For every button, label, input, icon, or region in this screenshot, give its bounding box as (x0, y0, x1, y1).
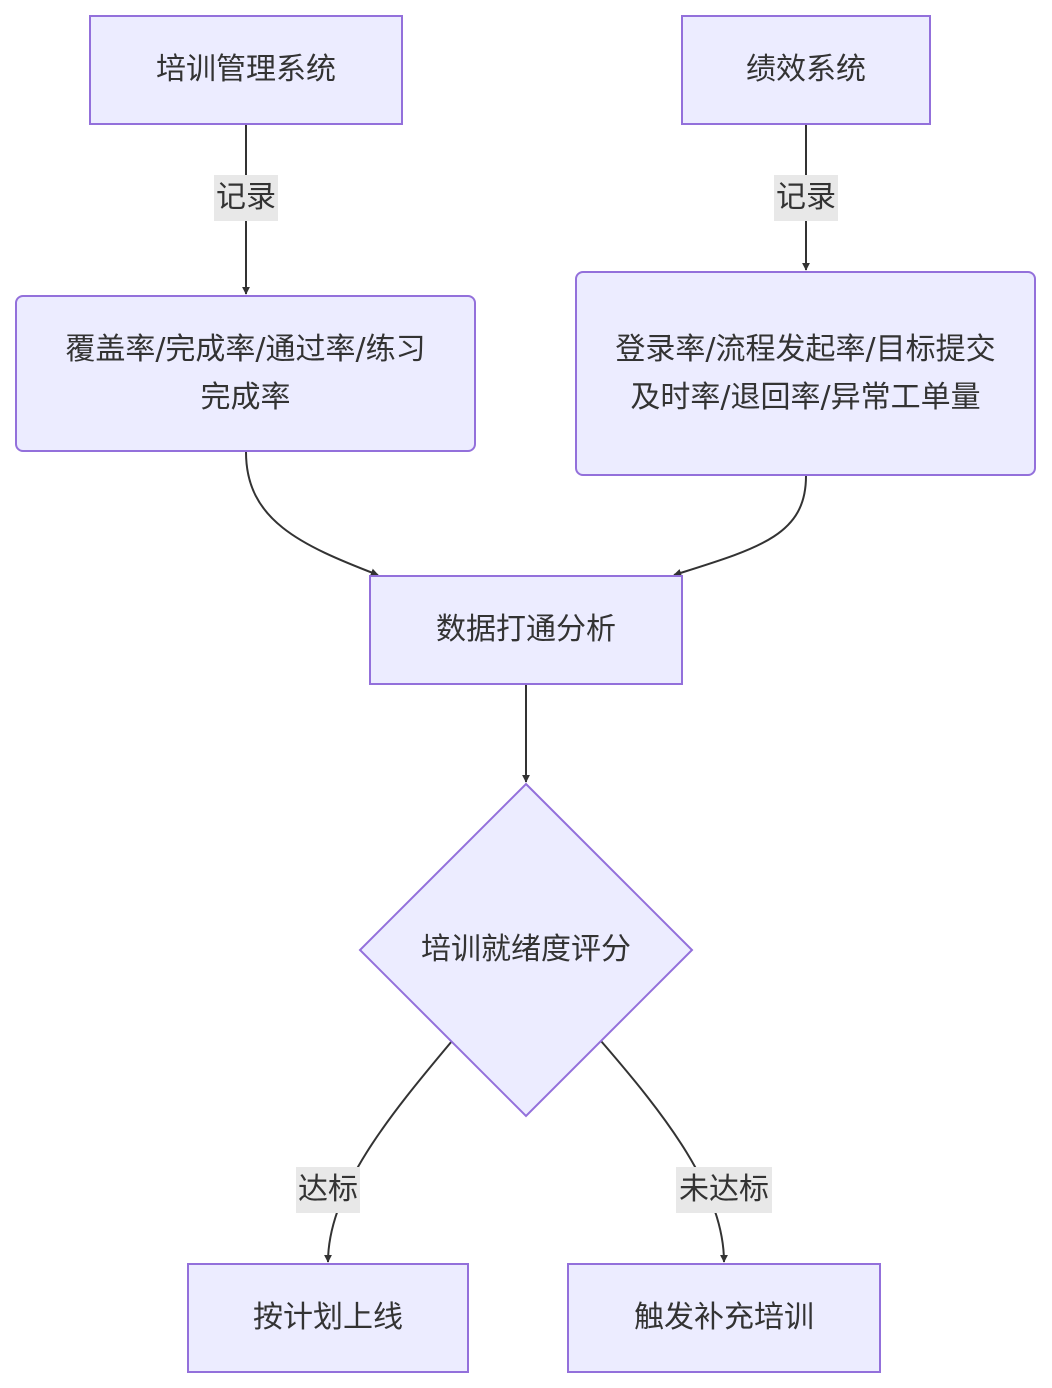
node-go-live: 按计划上线 (187, 1263, 469, 1373)
edge-score-to-go-live (324, 1040, 453, 1263)
node-data-analysis: 数据打通分析 (369, 575, 683, 685)
decision-diamond (358, 782, 694, 1118)
node-training-system: 培训管理系统 (89, 15, 403, 125)
node-data-analysis-label: 数据打通分析 (436, 612, 616, 647)
node-performance-system-label: 绩效系统 (746, 52, 866, 87)
edge-label-record-left: 记录 (214, 175, 278, 221)
edge-training-metrics-to-analysis (245, 451, 379, 577)
edge-score-to-extra-training (600, 1040, 728, 1263)
node-extra-training: 触发补充培训 (567, 1263, 881, 1373)
node-readiness-score-label: 培训就绪度评分 (421, 932, 631, 967)
node-performance-metrics: 登录率/流程发起率/目标提交及时率/退回率/异常工单量 (575, 271, 1036, 476)
node-training-metrics: 覆盖率/完成率/通过率/练习完成率 (15, 295, 476, 452)
node-performance-metrics-label: 登录率/流程发起率/目标提交及时率/退回率/异常工单量 (615, 331, 996, 415)
node-go-live-label: 按计划上线 (253, 1300, 403, 1335)
node-extra-training-label: 触发补充培训 (634, 1300, 814, 1335)
edge-label-record-right: 记录 (774, 175, 838, 221)
node-training-system-label: 培训管理系统 (156, 52, 336, 87)
edge-label-fail: 未达标 (676, 1167, 772, 1213)
edge-performance-metrics-to-analysis (673, 475, 807, 577)
node-training-metrics-label: 覆盖率/完成率/通过率/练习完成率 (65, 331, 426, 415)
edge-label-pass: 达标 (296, 1167, 360, 1213)
node-performance-system: 绩效系统 (681, 15, 931, 125)
